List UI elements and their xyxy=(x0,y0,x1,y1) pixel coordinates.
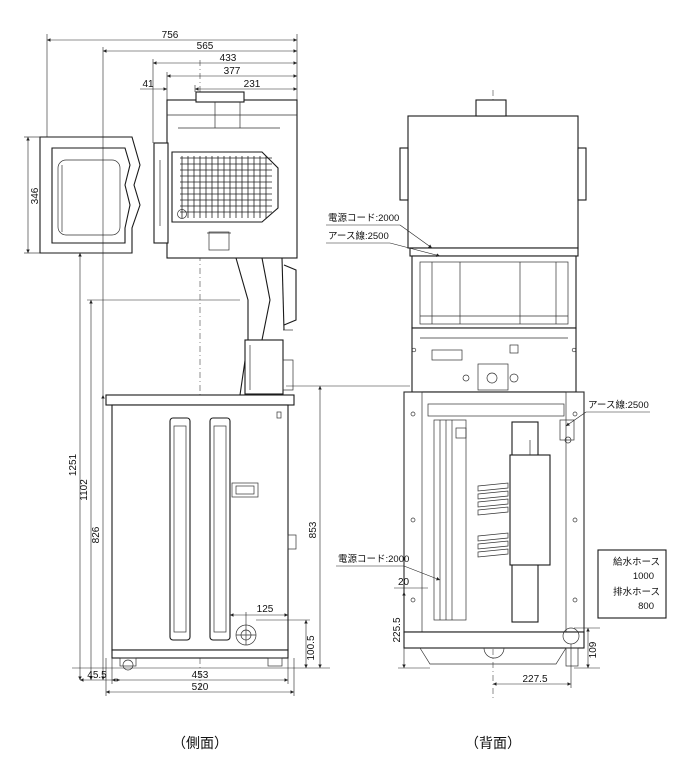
dim-125: 125 xyxy=(257,604,274,615)
dim-109: 109 xyxy=(588,641,599,658)
back-stand xyxy=(411,255,577,393)
dim-231: 231 xyxy=(244,79,261,90)
dim-453: 453 xyxy=(192,670,209,681)
dim-1102: 1102 xyxy=(79,479,90,501)
dim-20: 20 xyxy=(398,577,410,588)
side-dims-top: 756 565 433 377 41 231 xyxy=(46,30,298,395)
dim-225-5: 225.5 xyxy=(392,617,403,642)
dim-227-5: 227.5 xyxy=(522,674,547,685)
back-lower-cabinet xyxy=(403,391,585,667)
side-lower-cabinet xyxy=(105,394,297,671)
dim-565: 565 xyxy=(197,41,214,52)
dim-377: 377 xyxy=(224,66,241,77)
side-view: 756 565 433 377 41 231 346 1251 1102 826 xyxy=(24,30,410,752)
side-vent-grille xyxy=(171,151,279,223)
side-view-caption: （側面） xyxy=(172,736,228,752)
back-view: 電源コード:2000 アース線:2500 アース線:2500 電源コード:200… xyxy=(326,90,667,752)
label-drain-hose-length: 800 xyxy=(638,601,654,612)
dim-756: 756 xyxy=(162,30,179,41)
back-upper-cabinet xyxy=(399,99,587,257)
side-dims-right-bottom: 853 100.5 125 45.5 453 520 xyxy=(72,385,410,696)
dim-826: 826 xyxy=(91,526,102,543)
label-earth-wire-top: アース線:2500 xyxy=(328,230,389,242)
label-power-cord-bottom: 電源コード:2000 xyxy=(338,554,409,565)
label-supply-hose-length: 1000 xyxy=(633,571,654,582)
back-dims: 20 225.5 109 227.5 xyxy=(392,577,600,688)
back-callouts: 電源コード:2000 アース線:2500 アース線:2500 電源コード:200… xyxy=(326,213,667,619)
dim-433: 433 xyxy=(220,53,237,64)
dim-100-5: 100.5 xyxy=(306,635,317,660)
dim-853: 853 xyxy=(308,521,319,538)
label-earth-wire-right: アース線:2500 xyxy=(588,399,649,411)
label-drain-hose: 排水ホース xyxy=(613,586,660,598)
dim-1251: 1251 xyxy=(68,453,79,476)
dim-41: 41 xyxy=(142,79,154,90)
side-stand xyxy=(235,257,297,396)
label-supply-hose: 給水ホース xyxy=(613,556,660,568)
side-upper-cabinet xyxy=(153,91,298,259)
dim-45-5: 45.5 xyxy=(87,670,107,681)
dim-520: 520 xyxy=(192,682,209,693)
side-dims-left: 346 1251 1102 826 xyxy=(24,136,240,680)
side-open-door xyxy=(39,136,141,254)
back-view-caption: （背面） xyxy=(465,736,521,752)
hose-spec-box xyxy=(597,549,667,619)
label-power-cord-top: 電源コード:2000 xyxy=(328,213,399,224)
dim-346: 346 xyxy=(30,187,41,204)
